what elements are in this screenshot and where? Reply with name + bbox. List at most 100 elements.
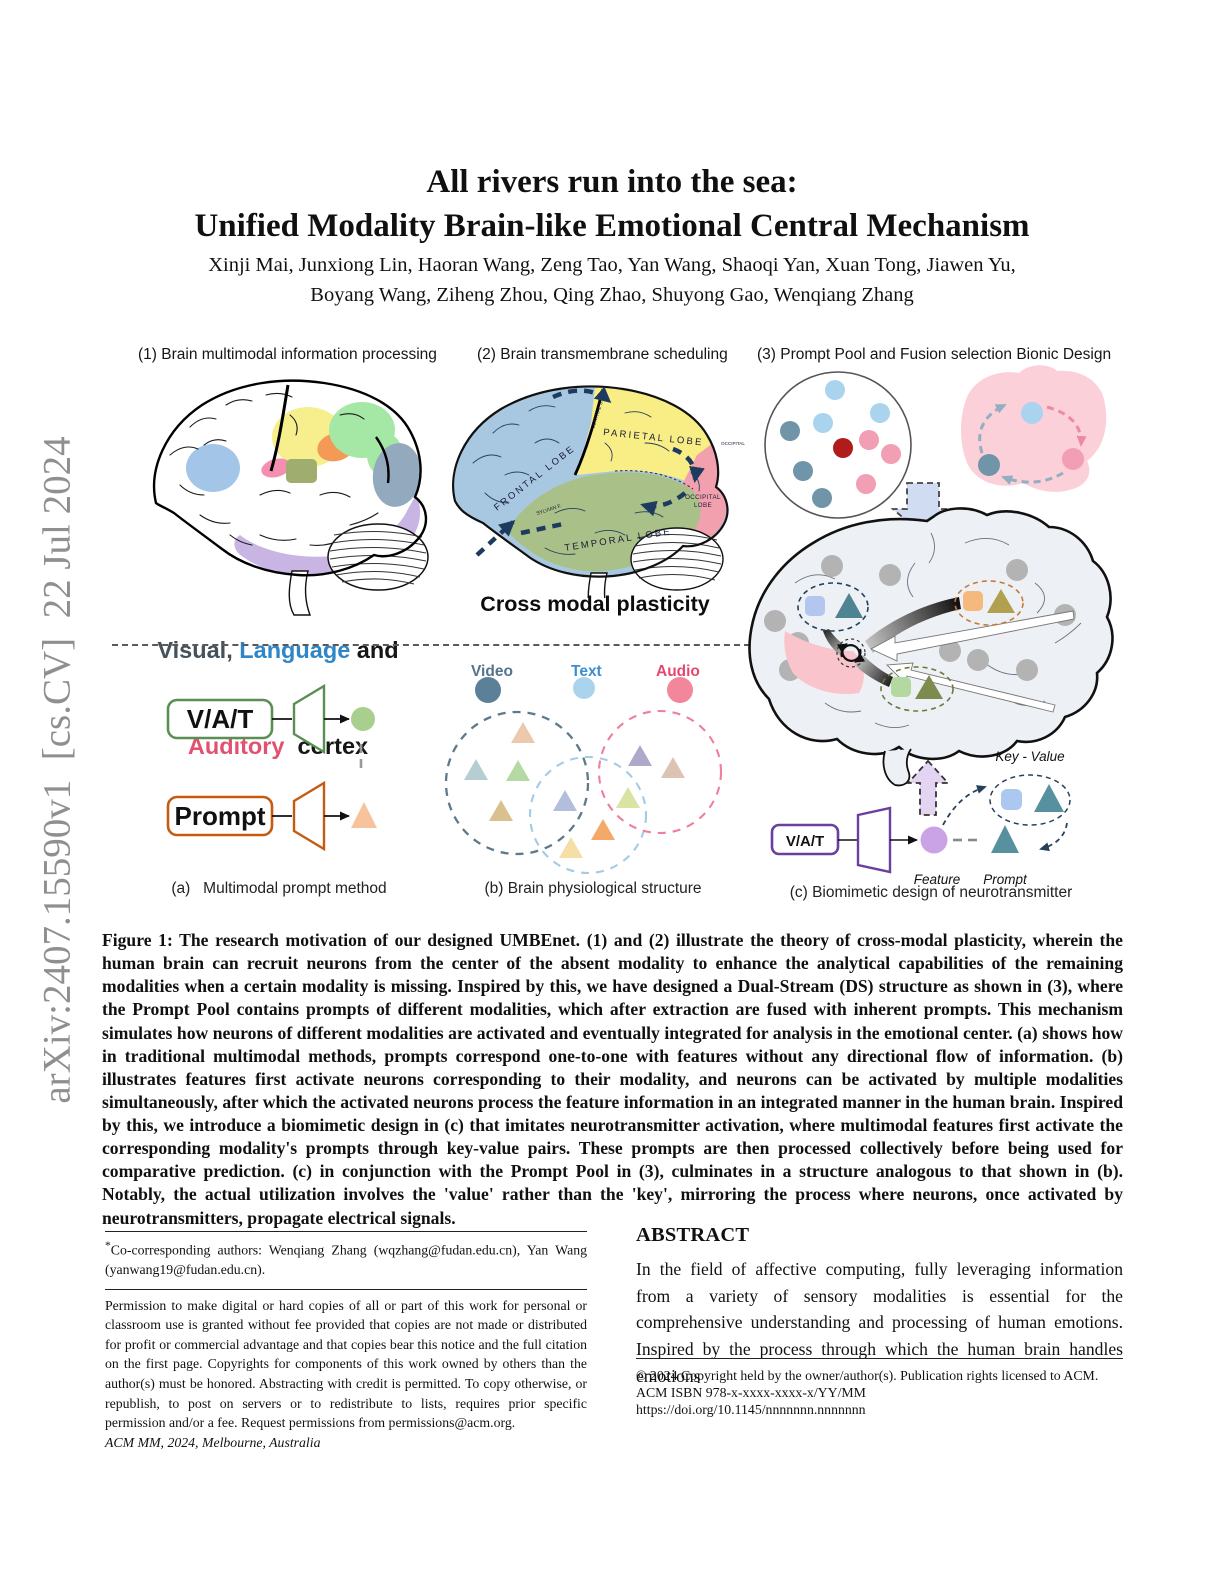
arrow-frontal-to-parietal	[552, 386, 612, 403]
panel2-caption: Cross modal plasticity	[480, 592, 710, 616]
white-arrow-long	[869, 610, 1075, 662]
cycle-arrows	[978, 403, 1087, 485]
swoosh-arrow-bottom	[855, 655, 893, 687]
authors-line1: Xinji Mai, Junxiong Lin, Haoran Wang, Ze…	[208, 254, 1016, 276]
title-line2: Unified Modality Brain-like Emotional Ce…	[194, 207, 1030, 244]
corresponding-note: *Co-corresponding authors: Wenqiang Zhan…	[105, 1240, 587, 1278]
panelA-caption: (a) Multimodal prompt method	[171, 880, 387, 897]
abstract-heading: ABSTRACT	[636, 1224, 750, 1246]
feature-circle	[920, 826, 948, 854]
audio-node-dot	[1062, 448, 1084, 470]
occipital-f-label: OCCIPITAL F.	[721, 441, 745, 446]
language-label: Language	[232, 637, 351, 664]
prompt-box-label: Prompt	[175, 801, 266, 831]
title-line1: All rivers run into the sea:	[426, 164, 798, 200]
footnote-rule-1	[105, 1231, 587, 1232]
lobe-boundary-line	[375, 436, 390, 484]
brainstem	[587, 572, 608, 598]
prompt-pool	[764, 371, 912, 519]
video-node-dot	[978, 454, 1000, 476]
visual-label: Visual,	[157, 637, 233, 664]
page-title: All rivers run into the sea: Unified Mod…	[0, 161, 1224, 248]
brainstem	[288, 570, 312, 616]
fusion-selection-blob	[961, 365, 1107, 492]
vat-label: V/A/T	[786, 833, 824, 850]
audio-dot	[667, 677, 693, 703]
orange-prompt-square	[963, 591, 983, 611]
modality-group-orange	[954, 580, 1024, 626]
audio-label: Audio	[656, 663, 700, 680]
cortex-color-patches	[186, 402, 422, 576]
abstract-text: In the field of affective computing, ful…	[636, 1259, 1123, 1386]
copyright-rule	[636, 1358, 1123, 1359]
abstract-section: ABSTRACT In the field of affective compu…	[636, 1224, 1123, 1390]
occipital-lobe-label: OCCIPITAL	[685, 494, 721, 501]
teal-feature-triangle	[835, 593, 863, 618]
figure1-caption: Figure 1: The research motivation of our…	[102, 930, 1123, 1228]
venue-line: ACM MM, 2024, Melbourne, Australia	[105, 1434, 321, 1450]
prompt-row: Prompt	[166, 780, 377, 852]
text-dot	[573, 677, 595, 699]
copyright-doi: https://doi.org/10.1145/nnnnnnn.nnnnnnn	[636, 1402, 866, 1418]
video-modality-circle	[444, 710, 590, 856]
key-square	[1001, 789, 1022, 810]
cycle-icon	[836, 638, 866, 668]
arrow-in-frontal	[475, 519, 516, 557]
vat-encoder-row: V/A/T Feature Prompt	[770, 806, 1028, 887]
panel3-caption: (c) Biomimetic design of neurotransmitte…	[789, 884, 1073, 901]
green-prompt-square	[891, 677, 911, 697]
parietal-lobe	[577, 387, 713, 481]
plasticity-arrows	[475, 386, 705, 557]
panel2-header: (2) Brain transmembrane scheduling	[477, 346, 728, 363]
svg-text:LOBE: LOBE	[694, 502, 712, 509]
prompt-label: Prompt	[983, 872, 1028, 887]
panel3-header: (3) Prompt Pool and Fusion selection Bio…	[757, 346, 1112, 363]
pink-region	[261, 458, 291, 478]
encoder-trapezoid	[292, 683, 326, 755]
copyright-line2: ACM ISBN 978-x-xxxx-xxxx-x/YY/MM	[636, 1385, 866, 1401]
key-value-label: Key - Value	[995, 749, 1064, 764]
return-arrow	[1039, 822, 1068, 852]
authors-line2: Boyang Wang, Ziheng Zhou, Qing Zhao, Shu…	[310, 283, 914, 306]
panel1-caption: Visual, Language and Auditory cortex	[140, 572, 416, 826]
modality-group-green	[880, 666, 954, 712]
encoder-trapezoid	[856, 806, 892, 874]
blue-prompt-square	[805, 596, 825, 616]
copyright-block: © 2024 Copyright held by the owner/autho…	[636, 1358, 1123, 1418]
audio-modality-circle	[597, 709, 723, 835]
darkolive-feature-triangle	[915, 675, 943, 699]
panelA-illustration: V/A/T Prompt	[166, 683, 377, 852]
encoder-trapezoid	[292, 780, 326, 852]
panelB-illustration: Video Text Audio	[444, 663, 723, 875]
activate-arrow	[942, 785, 987, 826]
brainstem	[882, 748, 912, 787]
lobe-regions	[453, 386, 728, 577]
prompt-triangle	[351, 802, 377, 828]
panelB-caption: (b) Brain physiological structure	[484, 880, 702, 897]
value-triangle	[1034, 784, 1064, 812]
feature-circle	[351, 707, 375, 731]
text-modality-circle	[528, 755, 648, 875]
video-label: Video	[471, 663, 513, 680]
brain-outline	[748, 507, 1114, 761]
figure-divider	[112, 644, 750, 646]
dash-segment	[520, 521, 564, 536]
text-node-dot	[1021, 402, 1043, 424]
arrow-parietal-to-occipital	[672, 446, 705, 483]
authors: Xinji Mai, Junxiong Lin, Haoran Wang, Ze…	[0, 251, 1224, 310]
panel3-illustration: Key - Value V/A/T Feature Prompt	[748, 365, 1114, 887]
vat-row: V/A/T	[166, 683, 375, 755]
up-arrow-icon	[905, 759, 951, 816]
emotional-brain	[748, 507, 1114, 787]
arrow-occipital-to-temporal	[640, 491, 687, 517]
footnote-star: *	[105, 1240, 111, 1252]
prompt-pool-dots	[780, 380, 901, 508]
permission-note: Permission to make digital or hard copie…	[105, 1297, 587, 1431]
text-label: Text	[571, 663, 602, 680]
emotional-center-region	[784, 631, 864, 695]
prompt-triangle	[991, 825, 1019, 853]
gyri-lines	[169, 392, 379, 546]
copyright-line1: © 2024 Copyright held by the owner/autho…	[636, 1368, 1099, 1383]
video-dot	[475, 677, 501, 703]
